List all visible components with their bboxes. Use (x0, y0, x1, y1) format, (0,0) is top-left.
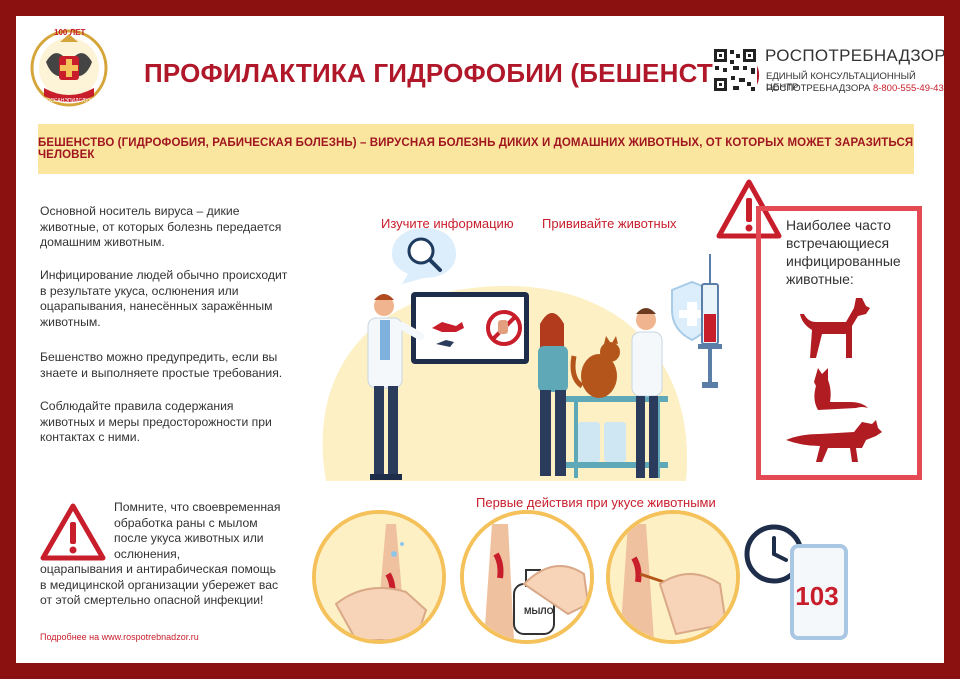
hand-washing-icon (316, 514, 442, 640)
page-title: ПРОФИЛАКТИКА ГИДРОФОБИИ (БЕШЕНСТВО) (144, 58, 761, 88)
soap-bottle-icon (464, 514, 590, 640)
warning-triangle-icon (40, 503, 106, 561)
qr-code-icon[interactable] (713, 48, 757, 92)
infected-animals-box (756, 206, 922, 480)
info-paragraph-3: Бешенство можно предупредить, если вы зн… (40, 350, 283, 380)
phone-icon (790, 544, 848, 640)
soap-label: МЫЛО (524, 606, 554, 616)
poster: 100 ЛЕТ ГОССАНЭПИДСЛУЖБА ПРОФИЛАКТИКА ГИ… (16, 16, 944, 663)
reminder-text: Помните, что своевременная обработка ран… (40, 500, 284, 609)
infected-animals-title: Наиболее часто встречающиеся инфицирован… (786, 217, 901, 287)
org-subtitle-1: ЕДИНЫЙ КОНСУЛЬТАЦИОННЫЙ ЦЕНТР (766, 71, 916, 93)
cat-icon (814, 368, 868, 410)
logo-years-text: 100 ЛЕТ (54, 28, 86, 37)
step-wash-wound (312, 510, 446, 644)
first-aid-label: Первые действия при укусе животными (476, 495, 716, 510)
step-treat-wound (606, 510, 740, 644)
clinic-scene-illustration (322, 280, 706, 481)
definition-banner: БЕШЕНСТВО (ГИДРОФОБИЯ, РАБИЧЕСКАЯ БОЛЕЗН… (38, 124, 914, 174)
step-soap-wash: МЫЛО (460, 510, 594, 644)
dog-icon (800, 298, 870, 358)
reminder-text-2: оцарапывания и антирабическая помощь в м… (40, 562, 279, 607)
label-study-info: Изучите информацию (381, 216, 514, 231)
source-link[interactable]: Подробнее на www.rospotrebnadzor.ru (40, 632, 199, 642)
label-vaccinate: Прививайте животных (542, 216, 677, 231)
wound-treatment-icon (610, 514, 736, 640)
rospotrebnadzor-100-years-logo (30, 29, 108, 107)
info-paragraph-2: Инфицирование людей обычно происходит в … (40, 268, 288, 329)
definition-text: БЕШЕНСТВО (ГИДРОФОБИЯ, РАБИЧЕСКАЯ БОЛЕЗН… (38, 137, 914, 161)
info-paragraph-1: Основной носитель вируса – дикие животны… (40, 204, 282, 249)
reminder-text-1: Помните, что своевременная обработка ран… (114, 500, 281, 561)
hotline-phone[interactable]: 8-800-555-49-43 (872, 83, 944, 94)
org-subtitle-2-text: РОСПОТРЕБНАДЗОРА (766, 83, 871, 94)
fox-icon (786, 420, 882, 462)
logo-service-text: ГОССАНЭПИДСЛУЖБА (44, 98, 100, 104)
org-subtitle-2: РОСПОТРЕБНАДЗОРА 8-800-555-49-43 (766, 83, 944, 94)
info-paragraph-4: Соблюдайте правила содержания животных и… (40, 399, 272, 444)
org-name: РОСПОТРЕБНАДЗОР (765, 46, 944, 65)
speech-bubble-magnifier-icon (392, 228, 456, 284)
emergency-number[interactable]: 103 (795, 581, 839, 611)
syringe-icon (698, 254, 722, 388)
